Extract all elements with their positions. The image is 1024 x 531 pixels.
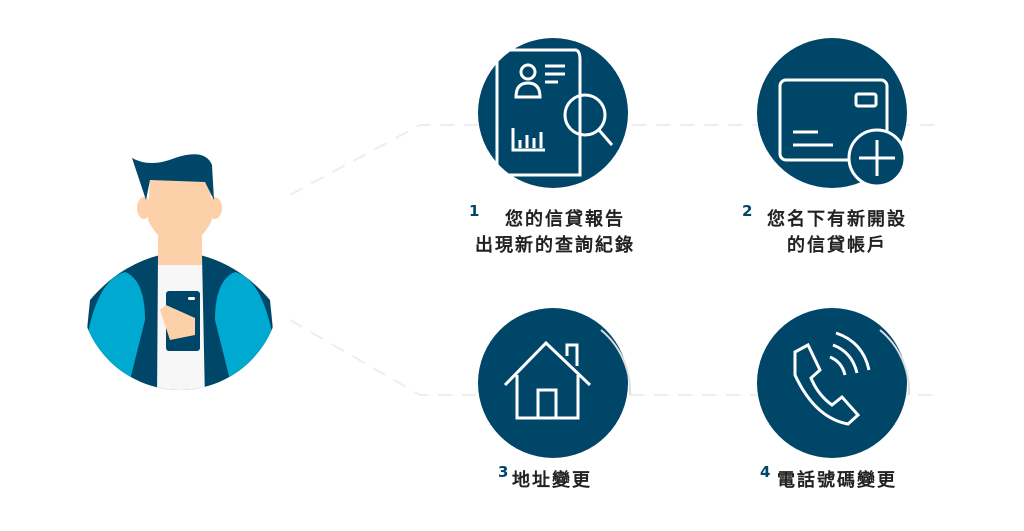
- new-card-account-icon: [757, 38, 907, 188]
- person-with-phone-illustration: [80, 154, 280, 390]
- item-label: 地址變更: [512, 470, 592, 491]
- label-line: 您名下有新開設: [767, 209, 907, 230]
- label-line: 您的信貸報告: [505, 209, 625, 230]
- item-number: 4: [760, 463, 771, 481]
- item-number: 2: [742, 202, 753, 220]
- item-label: 您的信貸報告 出現新的查詢紀錄: [460, 207, 650, 259]
- phone-icon: [757, 308, 911, 458]
- connector-lines: [289, 124, 940, 396]
- item-number: 3: [498, 463, 509, 481]
- label-line: 的信貸帳戶: [787, 235, 887, 256]
- house-icon: [478, 308, 632, 458]
- label-line: 出現新的查詢紀錄: [475, 235, 635, 256]
- item-number: 1: [469, 202, 480, 220]
- credit-report-search-icon: [478, 38, 628, 188]
- item-label: 您名下有新開設 的信貸帳戶: [752, 207, 922, 259]
- item-label: 電話號碼變更: [777, 470, 897, 491]
